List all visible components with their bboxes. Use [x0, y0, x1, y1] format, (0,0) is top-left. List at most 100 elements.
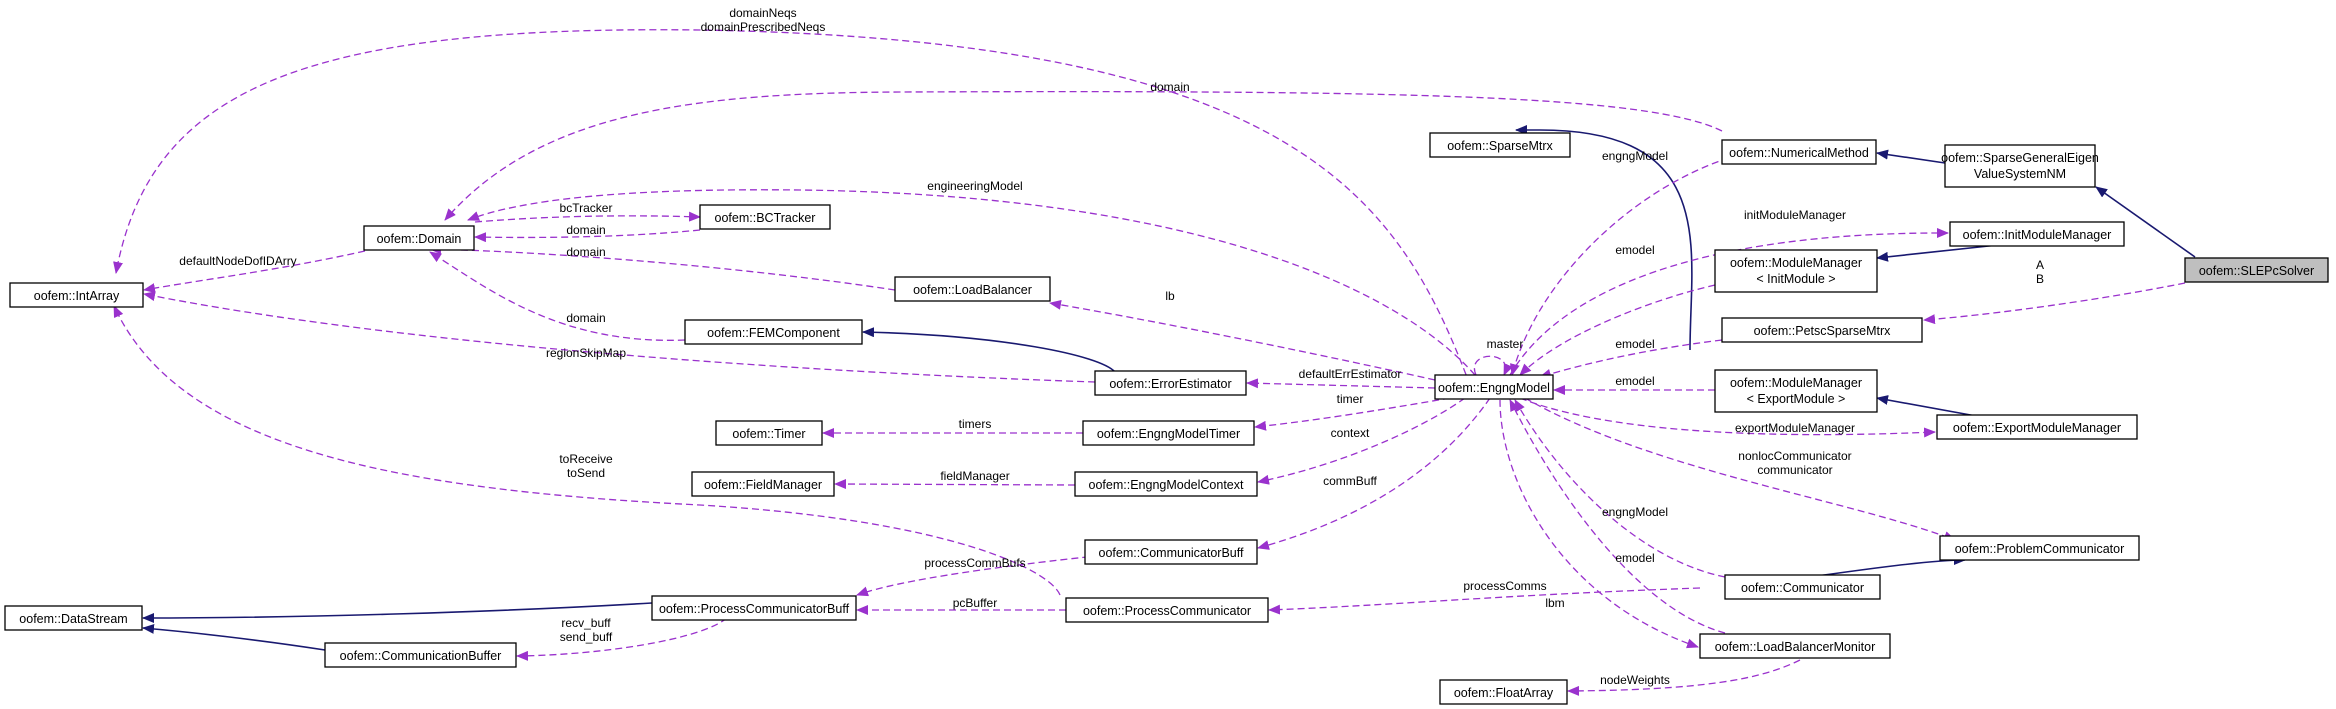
edge-label-bc-tracker: bcTracker	[560, 201, 613, 215]
edge-label-node-weights: nodeWeights	[1600, 673, 1670, 687]
node-fieldmanager[interactable]: oofem::FieldManager	[691, 471, 835, 497]
node-femcomponent[interactable]: oofem::FEMComponent	[684, 319, 863, 345]
svg-text:oofem::ProcessCommunicatorBuff: oofem::ProcessCommunicatorBuff	[659, 602, 850, 616]
edge-label-process-comms: processComms	[1463, 579, 1546, 593]
edge-label-domain-fem: domain	[566, 311, 605, 325]
svg-text:oofem::ProcessCommunicator: oofem::ProcessCommunicator	[1083, 604, 1251, 618]
edge-label-timer: timer	[1337, 392, 1364, 406]
use-edge-slepc-petsc	[1923, 282, 2186, 325]
svg-text:oofem::EngngModel: oofem::EngngModel	[1438, 381, 1550, 395]
node-communicatorbuff[interactable]: oofem::CommunicatorBuff	[1084, 539, 1258, 565]
use-edge-commbuff	[1257, 397, 1491, 550]
edge-label-process-comm-bufs: processCommBufs	[924, 556, 1025, 570]
edge-label-to-receive: toReceive	[559, 452, 613, 466]
use-edge-lbm-emodel	[1509, 399, 1726, 634]
node-modulemanager-exportmodule[interactable]: oofem::ModuleManager < ExportModule >	[1714, 369, 1878, 413]
node-processcommunicatorbuff[interactable]: oofem::ProcessCommunicatorBuff	[651, 595, 857, 621]
edge-label-matrix-b: B	[2036, 272, 2044, 286]
edge-label-nonloc-communicator: nonlocCommunicator	[1738, 449, 1851, 463]
use-edge-initmodulemanager	[1509, 227, 1949, 376]
node-exportmodulemanager[interactable]: oofem::ExportModuleManager	[1936, 414, 2138, 440]
inherit-edge-petsc-sparsemtrx	[1515, 125, 1693, 351]
node-timer[interactable]: oofem::Timer	[715, 420, 823, 446]
use-edge-numericalmethod-engngmodel	[1510, 151, 1751, 376]
svg-text:oofem::Communicator: oofem::Communicator	[1741, 581, 1864, 595]
node-sparsegeneraleigenvaluesystemnm[interactable]: oofem::SparseGeneralEigen ValueSystemNM	[1941, 144, 2099, 188]
svg-text:oofem::ProblemCommunicator: oofem::ProblemCommunicator	[1955, 542, 2125, 556]
node-engngmodel[interactable]: oofem::EngngModel	[1434, 374, 1554, 400]
svg-text:oofem::InitModuleManager: oofem::InitModuleManager	[1963, 228, 2112, 242]
use-edge-recvbuff	[516, 617, 728, 661]
inherit-edge-errorestimator-femcomponent	[862, 327, 1116, 373]
use-edge-modulemanager-init-emodel	[1519, 284, 1716, 376]
node-processcommunicator[interactable]: oofem::ProcessCommunicator	[1065, 597, 1269, 623]
edge-label-to-send: toSend	[567, 466, 605, 480]
node-errorestimator[interactable]: oofem::ErrorEstimator	[1094, 370, 1247, 396]
edge-label-timers: timers	[959, 417, 992, 431]
use-edge-bctracker	[474, 211, 701, 223]
edge-label-send-buff: send_buff	[560, 630, 613, 644]
node-intarray[interactable]: oofem::IntArray	[9, 282, 144, 308]
edge-label-field-manager: fieldManager	[940, 469, 1009, 483]
svg-text:oofem::SLEPcSolver: oofem::SLEPcSolver	[2199, 264, 2314, 278]
svg-text:oofem::CommunicationBuffer: oofem::CommunicationBuffer	[340, 649, 502, 663]
edge-label-emodel-1: emodel	[1615, 243, 1654, 257]
use-edge-petsc-emodel	[1539, 339, 1723, 379]
node-floatarray[interactable]: oofem::FloatArray	[1439, 679, 1568, 705]
svg-text:oofem::FEMComponent: oofem::FEMComponent	[707, 326, 840, 340]
svg-text:oofem::SparseMtrx: oofem::SparseMtrx	[1447, 139, 1553, 153]
node-loadbalancer[interactable]: oofem::LoadBalancer	[894, 276, 1051, 302]
node-datastream[interactable]: oofem::DataStream	[4, 605, 143, 631]
svg-text:oofem::LoadBalancerMonitor: oofem::LoadBalancerMonitor	[1715, 640, 1876, 654]
use-edge-loadbalancer-domain	[429, 244, 896, 291]
edge-label-export-module-manager: exportModuleManager	[1735, 421, 1855, 435]
node-bctracker[interactable]: oofem::BCTracker	[699, 204, 831, 230]
svg-text:oofem::CommunicatorBuff: oofem::CommunicatorBuff	[1099, 546, 1244, 560]
use-edge-domainneqs	[113, 29, 1471, 386]
edge-label-emodel-4: emodel	[1615, 551, 1654, 565]
inherit-edge-processcommunicatorbuff-datastream	[142, 602, 653, 623]
edge-label-master: master	[1487, 337, 1524, 351]
node-slepcsolver[interactable]: oofem::SLEPcSolver	[2184, 257, 2329, 283]
edge-label-init-module-manager: initModuleManager	[1744, 208, 1846, 222]
node-initmodulemanager[interactable]: oofem::InitModuleManager	[1949, 221, 2125, 247]
node-communicationbuffer[interactable]: oofem::CommunicationBuffer	[324, 642, 517, 668]
node-numericalmethod[interactable]: oofem::NumericalMethod	[1721, 139, 1877, 165]
svg-text:oofem::ModuleManager: oofem::ModuleManager	[1730, 256, 1862, 270]
use-edge-context	[1257, 397, 1466, 485]
svg-text:oofem::ModuleManager: oofem::ModuleManager	[1730, 376, 1862, 390]
svg-text:oofem::EngngModelTimer: oofem::EngngModelTimer	[1097, 427, 1240, 441]
svg-text:oofem::FieldManager: oofem::FieldManager	[704, 478, 822, 492]
svg-text:oofem::LoadBalancer: oofem::LoadBalancer	[913, 283, 1032, 297]
use-edge-fieldmanager	[834, 479, 1076, 490]
node-communicator[interactable]: oofem::Communicator	[1724, 574, 1881, 600]
svg-text:oofem::Domain: oofem::Domain	[377, 232, 462, 246]
edge-label-engngmodel-top: engngModel	[1602, 149, 1668, 163]
edge-label-recv-buff: recv_buff	[561, 616, 611, 630]
node-petscsparsemtrx[interactable]: oofem::PetscSparseMtrx	[1721, 317, 1923, 343]
node-domain[interactable]: oofem::Domain	[363, 225, 475, 251]
node-loadbalancermonitor[interactable]: oofem::LoadBalancerMonitor	[1699, 633, 1891, 659]
edge-label-pc-buffer: pcBuffer	[953, 596, 997, 610]
use-edge-lbm	[1499, 399, 1699, 649]
svg-text:oofem::SparseGeneralEigen: oofem::SparseGeneralEigen	[1941, 151, 2099, 165]
node-problemcommunicator[interactable]: oofem::ProblemCommunicator	[1939, 535, 2140, 561]
edge-label-emodel-3: emodel	[1615, 374, 1654, 388]
use-edge-nodeweights	[1567, 659, 1801, 696]
edge-label-emodel-2: emodel	[1615, 337, 1654, 351]
svg-text:oofem::Timer: oofem::Timer	[732, 427, 805, 441]
node-sparsemtrx[interactable]: oofem::SparseMtrx	[1429, 132, 1571, 158]
use-edge-numericalmethod-domain	[444, 90, 1723, 221]
node-modulemanager-initmodule[interactable]: oofem::ModuleManager < InitModule >	[1714, 249, 1878, 293]
node-engngmodelcontext[interactable]: oofem::EngngModelContext	[1074, 471, 1258, 497]
use-edge-processcomms	[1268, 587, 1701, 615]
inherit-edge-communicationbuffer-datastream	[142, 623, 326, 651]
use-edge-defaulterrestimator	[1246, 378, 1436, 389]
svg-text:oofem::DataStream: oofem::DataStream	[19, 612, 127, 626]
svg-text:ValueSystemNM: ValueSystemNM	[1974, 167, 2066, 181]
node-engngmodeltimer[interactable]: oofem::EngngModelTimer	[1082, 420, 1255, 446]
use-edge-errorestimator-intarray	[143, 291, 1096, 383]
svg-text:< ExportModule >: < ExportModule >	[1747, 392, 1846, 406]
svg-text:oofem::PetscSparseMtrx: oofem::PetscSparseMtrx	[1754, 324, 1892, 338]
svg-text:oofem::BCTracker: oofem::BCTracker	[715, 211, 816, 225]
